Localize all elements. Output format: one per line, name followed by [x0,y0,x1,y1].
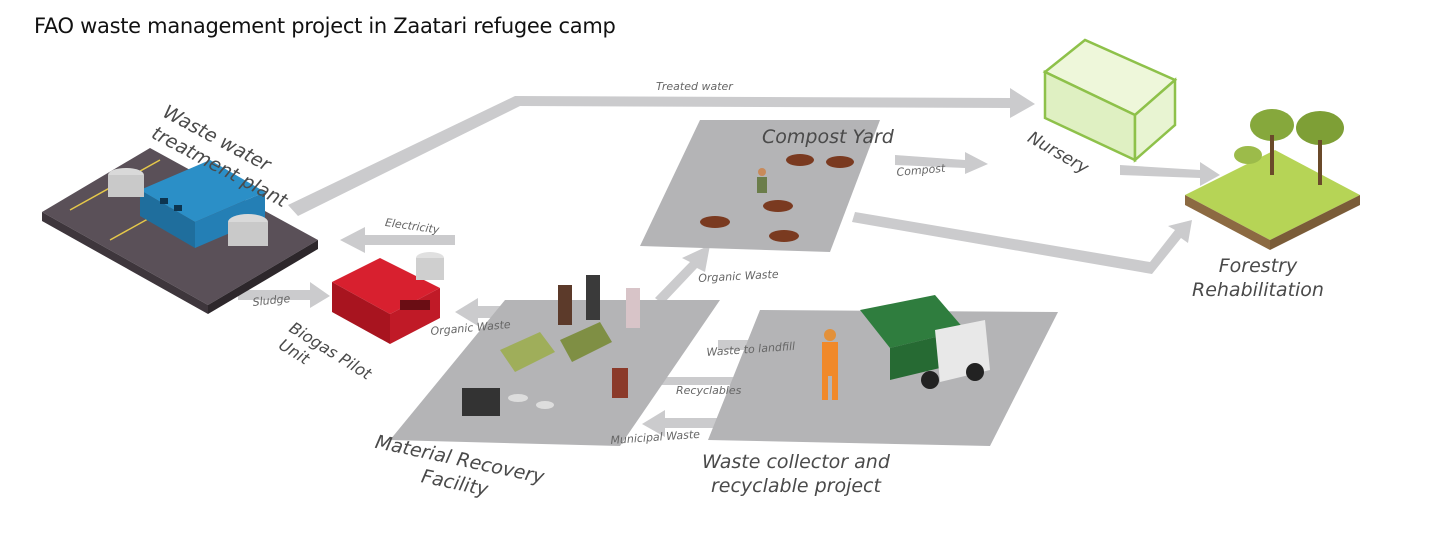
flow-label-treated-water: Treated water [656,80,733,93]
diagram-title: FAO waste management project in Zaatari … [34,14,616,38]
arrow-compost-forestry [852,212,1192,274]
garbage-truck [860,295,990,389]
arrow-compost [895,152,988,174]
arrow-municipal-waste [642,410,745,437]
forestry-illustration [1185,109,1360,250]
flow-label-recyclables: Recyclables [676,384,742,397]
arrow-recyclables [648,369,768,393]
arrow-electricity [340,227,455,253]
label-compost-yard: Compost Yard [762,126,894,148]
waste-collector-worker [822,329,838,400]
arrow-nursery-forestry [1120,162,1220,186]
label-forestry-text: Forestry Rehabilitation [1192,255,1324,301]
biogas-unit-illustration [332,252,444,344]
mrf-items [462,275,640,416]
arrow-sludge [238,282,330,308]
label-forestry-rehabilitation: Forestry Rehabilitation [1192,254,1324,302]
wastewater-plant-illustration [42,148,318,314]
arrow-treated-water [288,88,1035,216]
label-collector-text: Waste collector and recyclable project [702,451,890,497]
label-waste-collector: Waste collector and recyclable project [702,450,890,498]
nursery-greenhouse [1042,38,1178,163]
compost-worker [757,168,767,193]
compost-piles [700,154,854,242]
arrow-organic-waste-compost [655,245,710,304]
